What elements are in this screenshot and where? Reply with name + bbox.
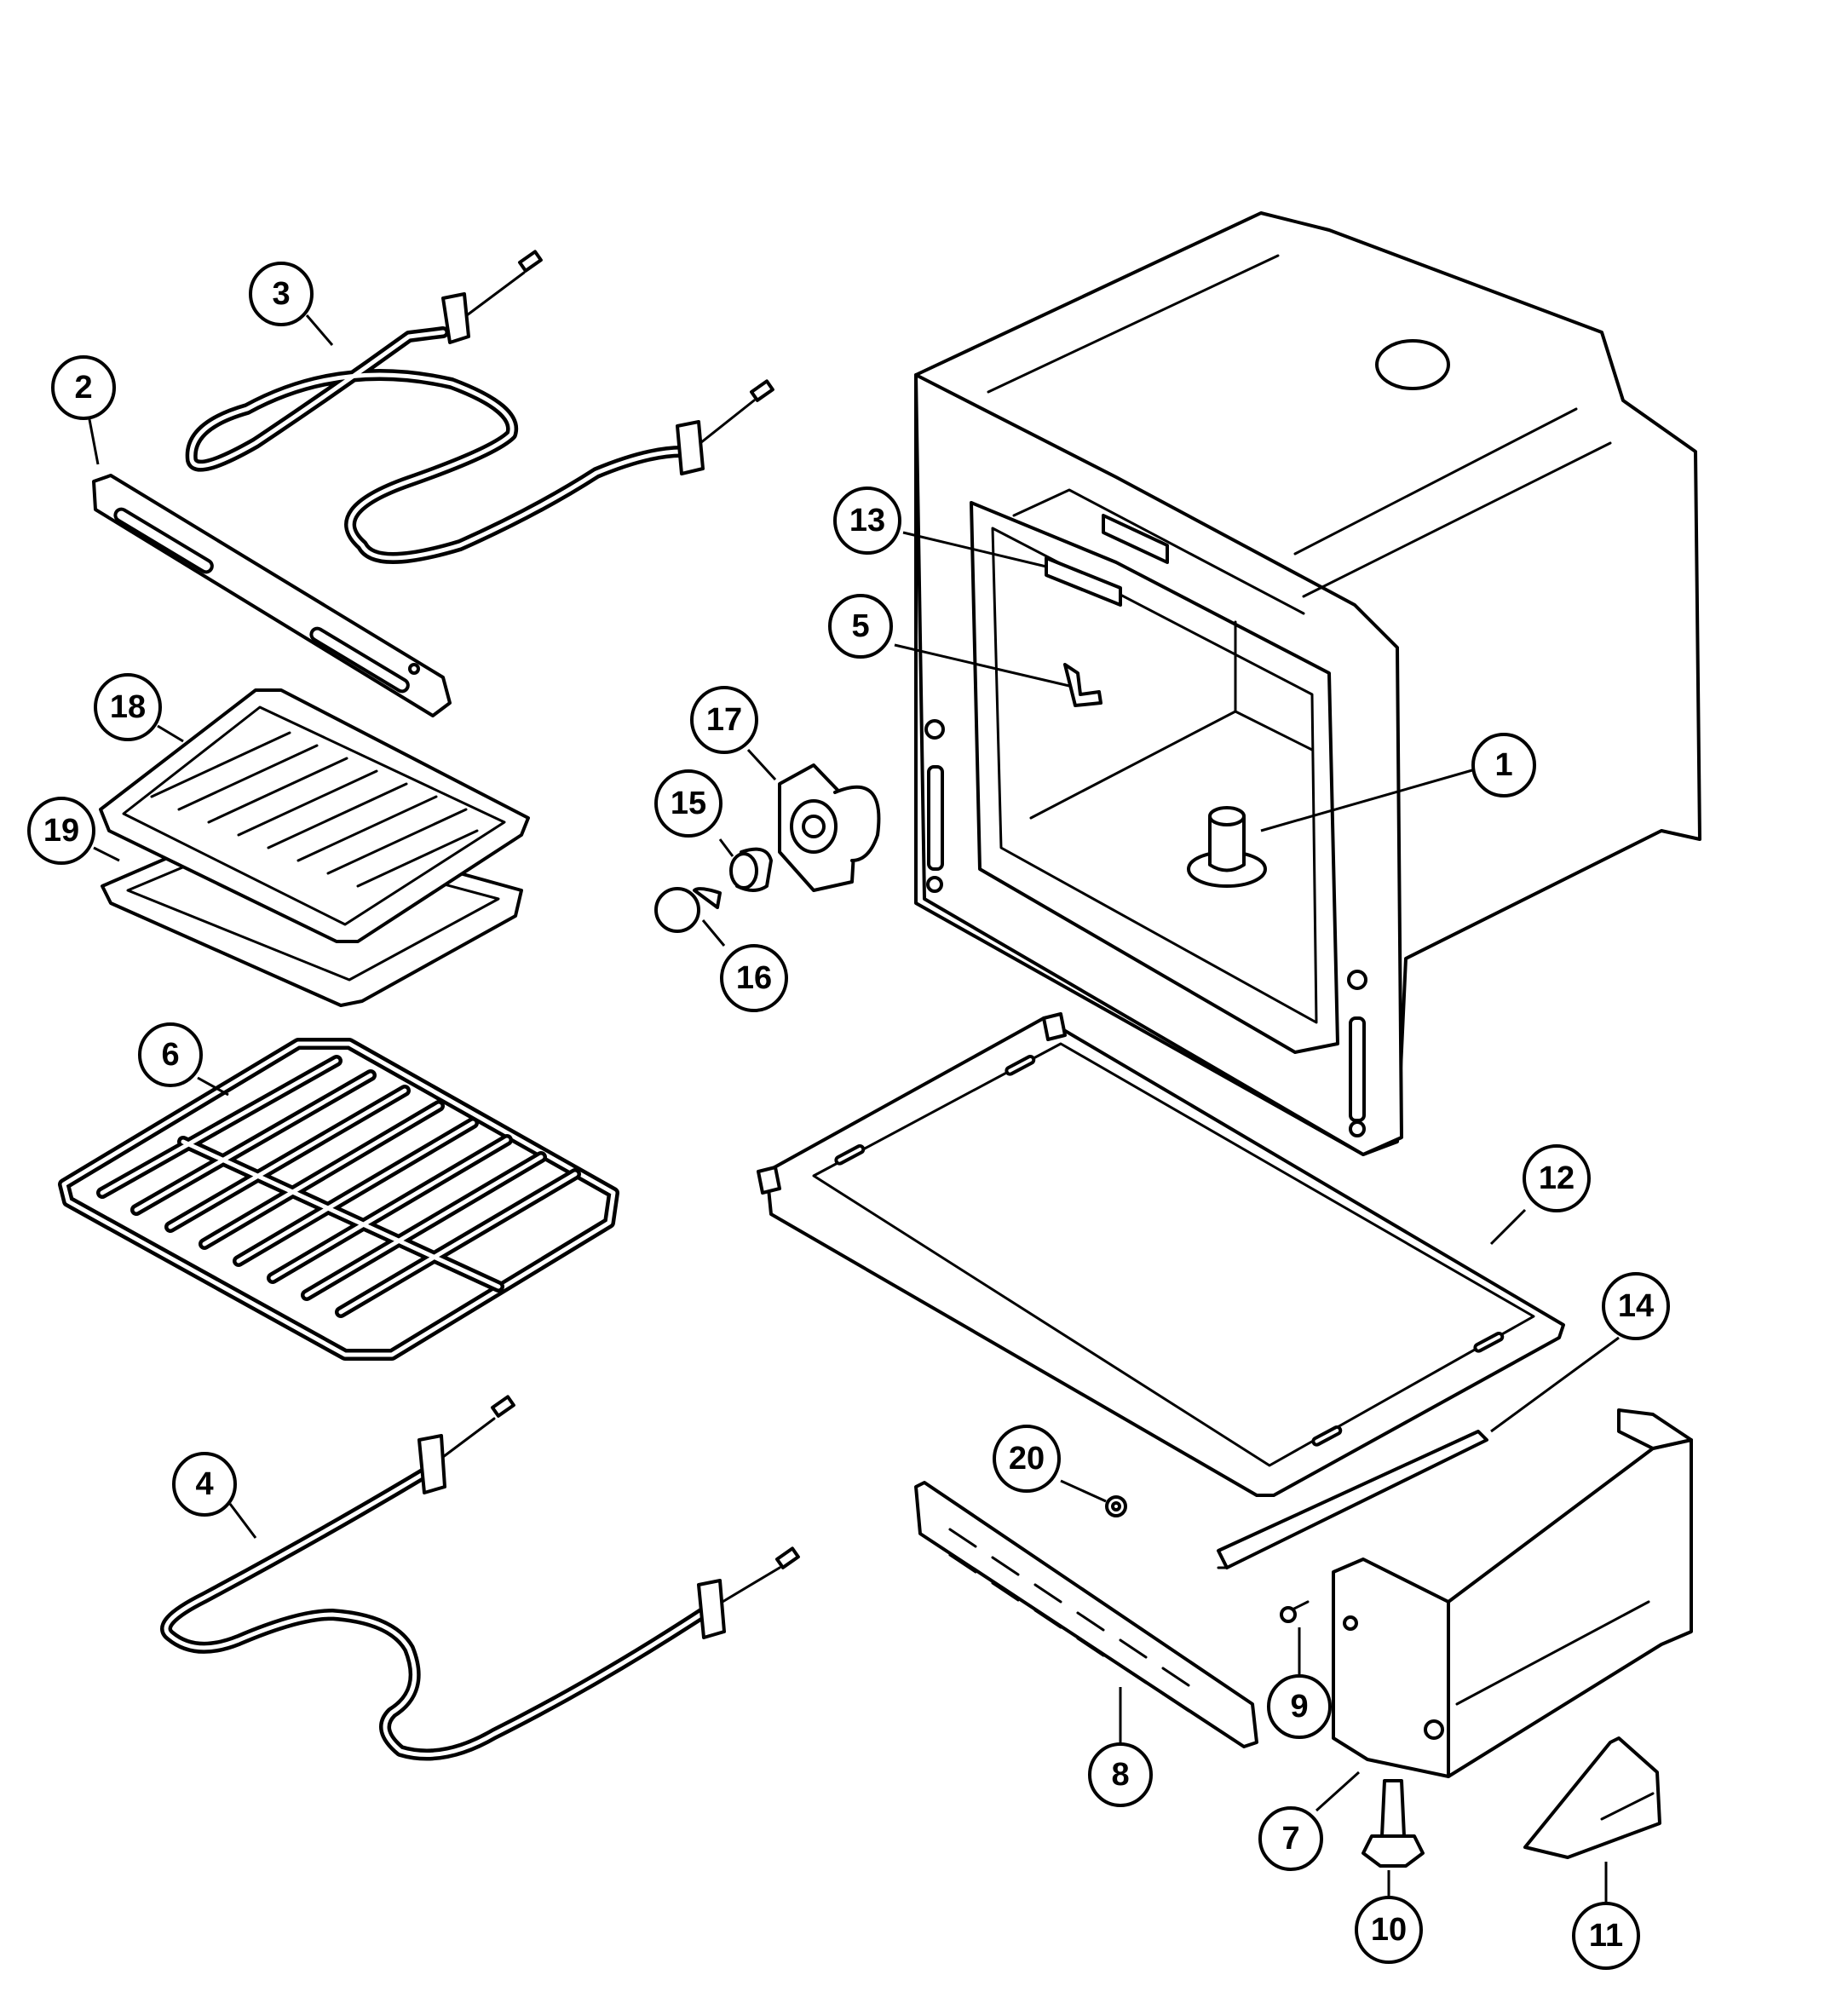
callout-2: 2 — [51, 355, 116, 420]
callout-13: 13 — [833, 487, 901, 555]
callout-5: 5 — [828, 594, 893, 659]
callout-4-label: 4 — [195, 1466, 213, 1502]
oven-bottom-tray — [757, 1012, 1565, 1497]
leader-lines — [87, 314, 1620, 1904]
callout-16-label: 16 — [736, 960, 772, 996]
callout-15: 15 — [654, 769, 723, 838]
screw — [1280, 1600, 1310, 1623]
callout-9-label: 9 — [1290, 1689, 1308, 1724]
callout-8: 8 — [1088, 1742, 1153, 1807]
callout-13-label: 13 — [849, 503, 885, 538]
callout-6: 6 — [138, 1022, 203, 1087]
broiler-pan — [99, 688, 530, 1007]
oven-light-assembly — [654, 763, 881, 933]
callout-20: 20 — [993, 1425, 1061, 1493]
broil-element — [185, 250, 774, 564]
callout-10-label: 10 — [1371, 1912, 1407, 1948]
callout-14: 14 — [1602, 1272, 1670, 1340]
callout-19: 19 — [27, 797, 95, 865]
callout-17: 17 — [690, 686, 758, 754]
callout-7: 7 — [1258, 1806, 1323, 1871]
callout-2-label: 2 — [74, 370, 92, 406]
oven-rack — [58, 1038, 619, 1361]
callout-3: 3 — [249, 262, 314, 326]
callout-5-label: 5 — [851, 608, 869, 644]
callout-1-label: 1 — [1494, 747, 1512, 783]
callout-1: 1 — [1471, 733, 1536, 797]
callout-8-label: 8 — [1111, 1757, 1129, 1793]
callout-18: 18 — [94, 673, 162, 741]
callout-18-label: 18 — [110, 689, 146, 725]
bake-element — [160, 1395, 800, 1761]
callout-9: 9 — [1267, 1674, 1332, 1739]
callout-11-label: 11 — [1589, 1918, 1623, 1954]
callout-11: 11 — [1572, 1902, 1640, 1970]
anti-tip-bracket — [1523, 1736, 1661, 1859]
callout-19-label: 19 — [43, 813, 79, 849]
toe-kick-panel — [914, 1481, 1258, 1748]
callout-6-label: 6 — [161, 1037, 179, 1073]
oven-cavity — [914, 211, 1701, 1156]
callout-20-label: 20 — [1009, 1441, 1045, 1477]
support-rail — [1217, 1430, 1488, 1569]
callout-17-label: 17 — [706, 702, 742, 738]
nut-fastener — [1105, 1495, 1127, 1517]
callout-12-label: 12 — [1539, 1160, 1575, 1196]
callout-7-label: 7 — [1281, 1821, 1299, 1857]
callout-12: 12 — [1523, 1144, 1591, 1212]
leveling-leg — [1362, 1779, 1425, 1868]
callout-15-label: 15 — [671, 786, 706, 821]
callout-16: 16 — [720, 944, 788, 1012]
callout-14-label: 14 — [1618, 1288, 1654, 1324]
callout-10: 10 — [1355, 1896, 1423, 1964]
callout-4: 4 — [172, 1452, 237, 1517]
broil-element-bracket — [92, 474, 452, 717]
side-support-bracket — [1332, 1408, 1693, 1778]
callout-3-label: 3 — [272, 276, 290, 312]
